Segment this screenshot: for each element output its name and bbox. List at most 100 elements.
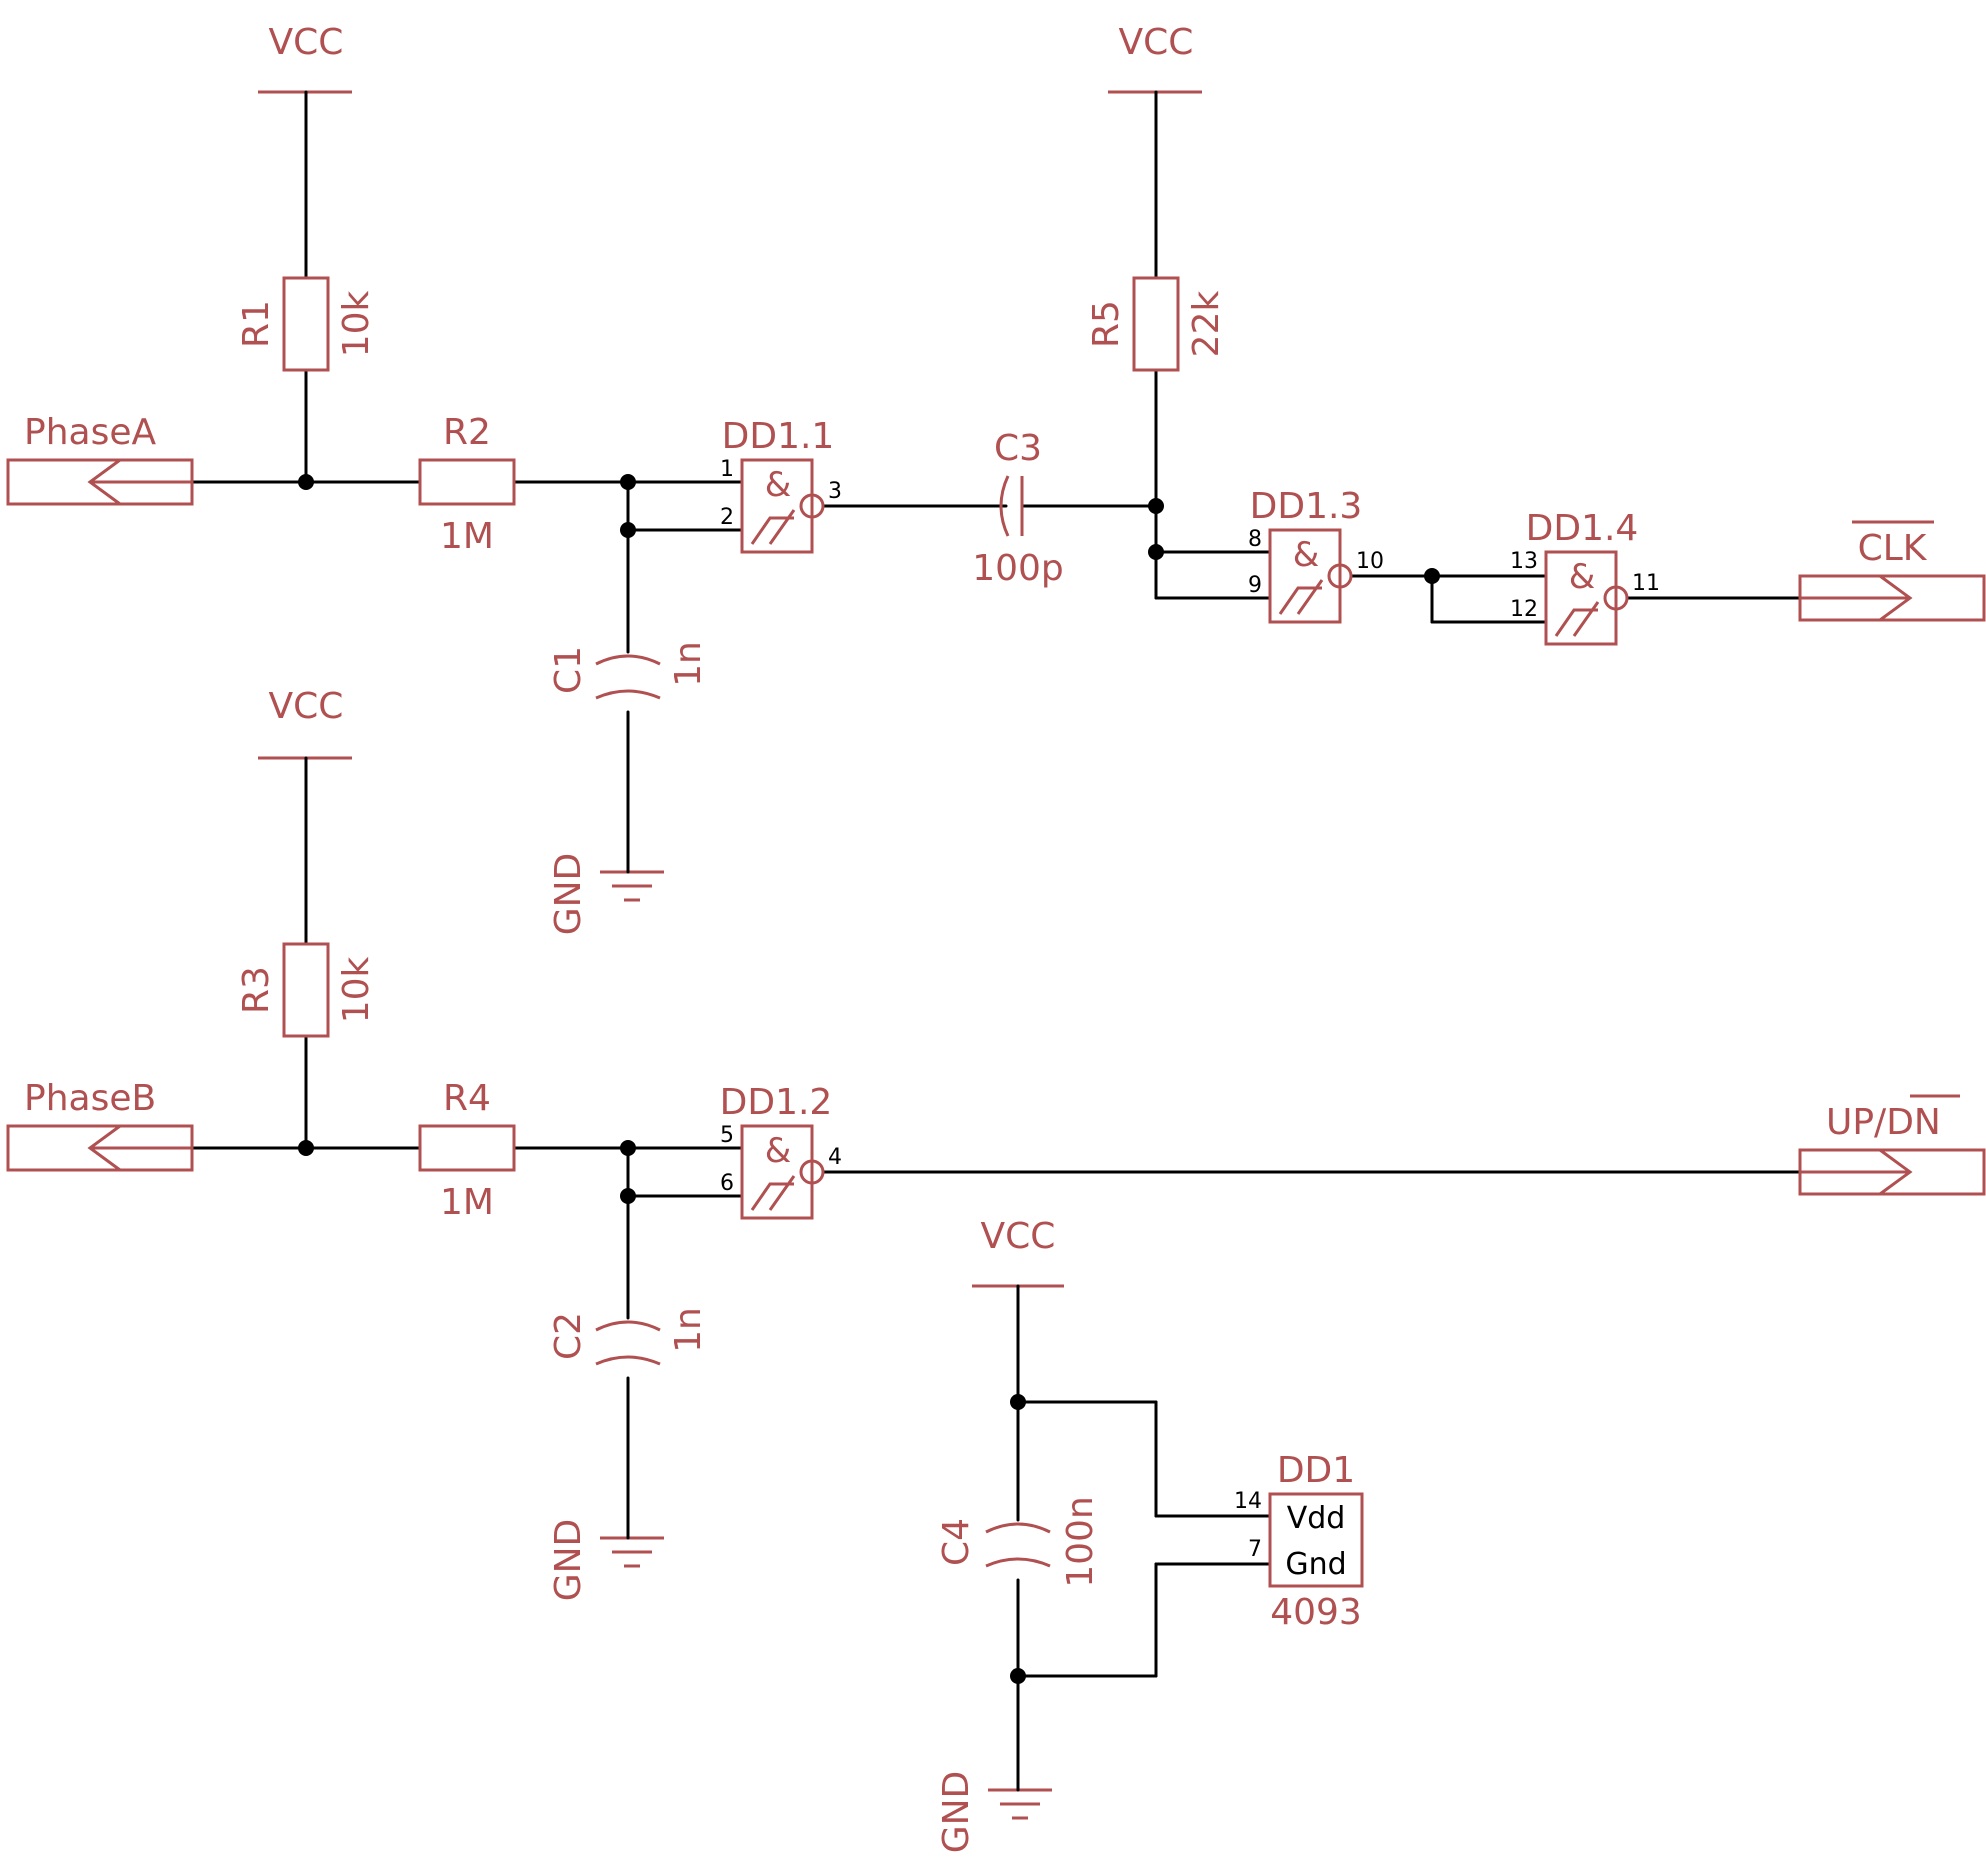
junction-dot (298, 474, 314, 490)
pin-number: 5 (720, 1123, 734, 1148)
vcc-label: VCC (981, 1216, 1056, 1257)
resistor-r2: R2 1M (418, 412, 516, 557)
capacitor-value: 100n (1060, 1496, 1101, 1588)
capacitor-value: 1n (668, 1307, 709, 1353)
capacitor-ref: C2 (548, 1312, 589, 1360)
vcc-c4: VCC (972, 1216, 1064, 1288)
wires (190, 90, 1802, 1792)
junction-dot (1010, 1668, 1026, 1684)
resistor-r4: R4 1M (418, 1078, 516, 1223)
port-phase-a: PhaseA (6, 412, 194, 506)
junction-dot (1424, 568, 1440, 584)
capacitor-c3: C3 100p (972, 428, 1064, 589)
schmitt-icon (750, 509, 796, 545)
port-clk: CLK (1798, 520, 1986, 622)
gate-ref: DD1.2 (720, 1082, 833, 1123)
pin-number: 13 (1510, 549, 1538, 574)
resistor-r1: R1 10k (236, 276, 377, 372)
ic-ref: DD1 (1277, 1450, 1355, 1491)
and-symbol: & (765, 1131, 792, 1171)
schmitt-icon (1554, 601, 1600, 637)
resistor-ref: R2 (443, 412, 491, 453)
gnd-label: GND (548, 853, 589, 936)
resistor-value: 1M (440, 1182, 494, 1223)
capacitor-ref: C3 (994, 428, 1042, 469)
capacitor-value: 100p (972, 548, 1064, 589)
vcc-label: VCC (269, 686, 344, 727)
vcc-r1: VCC (258, 22, 352, 94)
gnd-c4: GND (936, 1771, 1052, 1854)
capacitor-c1: C1 1n (548, 641, 709, 700)
resistor-ref: R5 (1086, 300, 1127, 348)
pin-number: 2 (720, 505, 734, 530)
junction-dot (1148, 498, 1164, 514)
and-symbol: & (1569, 557, 1596, 597)
junction-dot (620, 1140, 636, 1156)
junction-dot (1010, 1394, 1026, 1410)
gate-ref: DD1.4 (1526, 508, 1639, 549)
resistor-ref: R3 (236, 966, 277, 1014)
pin-number: 10 (1356, 549, 1384, 574)
vdd-pin-label: Vdd (1287, 1501, 1346, 1536)
pin-number: 9 (1248, 573, 1262, 598)
port-label: UP/DN (1826, 1102, 1941, 1143)
and-symbol: & (765, 465, 792, 505)
pin-number: 11 (1632, 571, 1660, 596)
capacitor-value: 1n (668, 641, 709, 687)
junctions (298, 474, 1440, 1684)
resistor-ref: R1 (236, 300, 277, 348)
gate-ref: DD1.3 (1250, 486, 1363, 527)
vcc-label: VCC (1119, 22, 1194, 63)
gnd-c2: GND (548, 1519, 664, 1602)
resistor-value: 22k (1186, 291, 1227, 358)
port-label: PhaseA (24, 412, 156, 453)
capacitor-ref: C4 (936, 1518, 977, 1566)
gate-dd1-1: & DD1.1 1 2 3 (720, 416, 842, 554)
gate-ref: DD1.1 (722, 416, 835, 457)
vcc-label: VCC (269, 22, 344, 63)
vcc-r5: VCC (1108, 22, 1202, 94)
ic-value: 4093 (1270, 1592, 1362, 1633)
resistor-r5: R5 22k (1086, 276, 1227, 372)
resistor-ref: R4 (443, 1078, 491, 1119)
port-phase-b: PhaseB (6, 1078, 194, 1172)
port-up-dn: UP/DN (1798, 1094, 1986, 1196)
schmitt-icon (750, 1175, 796, 1211)
gate-dd1-4: & DD1.4 13 12 11 (1510, 508, 1660, 646)
pin-number: 14 (1234, 1489, 1262, 1514)
pin-number: 3 (828, 479, 842, 504)
gnd-pin-label: Gnd (1285, 1547, 1346, 1582)
schmitt-icon (1278, 579, 1324, 615)
junction-dot (620, 1188, 636, 1204)
capacitor-ref: C1 (548, 646, 589, 694)
resistor-value: 1M (440, 516, 494, 557)
gate-dd1-3: & DD1.3 8 9 10 (1248, 486, 1384, 624)
port-label-dn: DN (1886, 1102, 1941, 1143)
junction-dot (620, 522, 636, 538)
pin-number: 1 (720, 457, 734, 482)
gnd-label: GND (548, 1519, 589, 1602)
port-label-up: UP/ (1826, 1102, 1887, 1143)
capacitor-c4: C4 100n (936, 1496, 1101, 1588)
port-label: PhaseB (24, 1078, 156, 1119)
vcc-r3: VCC (258, 686, 352, 760)
pin-number: 7 (1248, 1537, 1262, 1562)
junction-dot (1148, 544, 1164, 560)
pin-number: 12 (1510, 597, 1538, 622)
pin-number: 6 (720, 1171, 734, 1196)
port-label: CLK (1858, 528, 1928, 569)
junction-dot (620, 474, 636, 490)
junction-dot (298, 1140, 314, 1156)
resistor-r3: R3 10k (236, 942, 377, 1038)
resistor-value: 10k (336, 291, 377, 358)
and-symbol: & (1293, 535, 1320, 575)
gnd-c1: GND (548, 853, 664, 936)
ic-dd1-power: Vdd Gnd DD1 4093 14 7 (1234, 1450, 1364, 1633)
capacitor-c2: C2 1n (548, 1307, 709, 1366)
gnd-label: GND (936, 1771, 977, 1854)
pin-number: 4 (828, 1145, 842, 1170)
gate-dd1-2: & DD1.2 5 6 4 (720, 1082, 842, 1220)
pin-number: 8 (1248, 527, 1262, 552)
resistor-value: 10k (336, 957, 377, 1024)
